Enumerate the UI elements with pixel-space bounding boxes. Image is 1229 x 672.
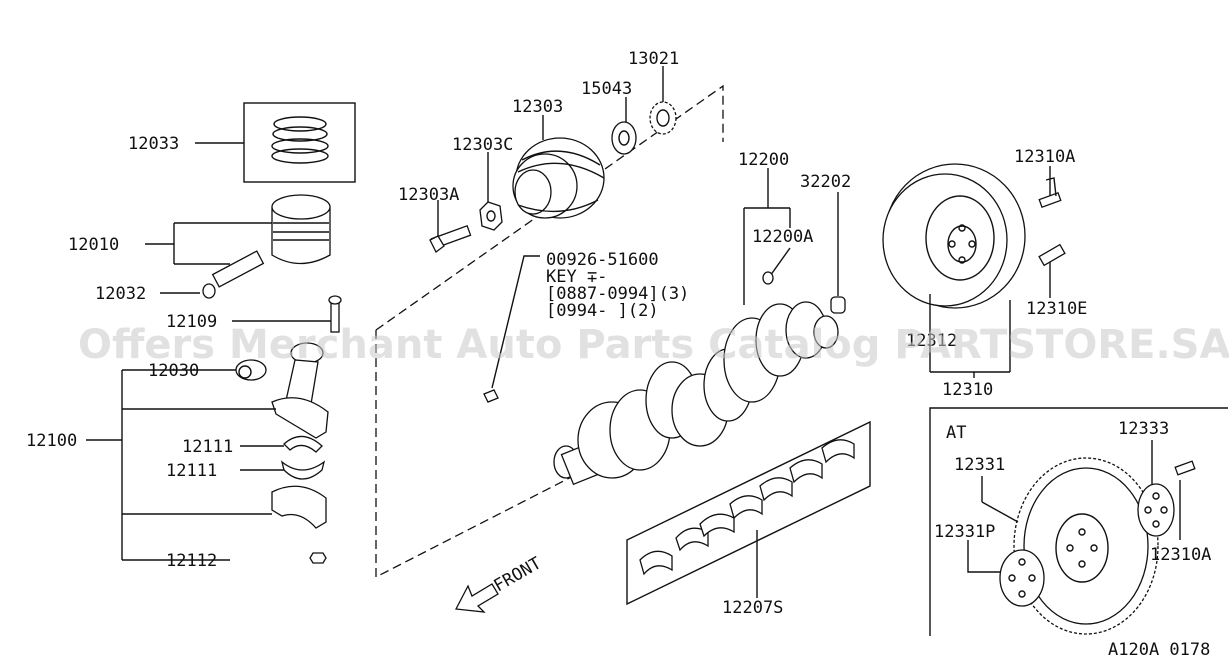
key-part-number: 00926-51600 [546,250,659,270]
rod-bolt[interactable] [328,295,342,333]
label-12310: 12310 [942,380,993,400]
watermark: Offers Merchant Auto Parts Catalog PARTS… [78,322,1229,368]
label-12312: 12312 [906,331,957,351]
label-12333: 12333 [1118,419,1169,439]
at-label: AT [946,423,966,443]
washer-12303C[interactable] [479,201,503,231]
rod-bearing-upper[interactable] [283,435,323,453]
rod-cap[interactable] [271,485,327,529]
flywheel-mt[interactable] [882,163,1026,309]
label-12310A-at: 12310A [1150,545,1211,565]
label-12310A-top: 12310A [1014,147,1075,167]
label-12200A: 12200A [752,227,813,247]
label-15043: 15043 [581,79,632,99]
drive-plate[interactable] [1013,457,1159,635]
pilot-bushing-32202[interactable] [830,296,846,314]
key-range-2: [0994- ](2) [546,301,659,321]
label-12111-b: 12111 [166,461,217,481]
rod-bearing-lower[interactable] [280,460,326,480]
spacer-12331P[interactable] [999,549,1045,607]
label-12033: 12033 [128,134,179,154]
label-12112: 12112 [166,551,217,571]
label-12010: 12010 [68,235,119,255]
label-12207S: 12207S [722,598,783,618]
label-12100: 12100 [26,431,77,451]
pulley-bolt[interactable] [429,224,472,253]
label-12331: 12331 [954,455,1005,475]
crankshaft[interactable] [553,301,839,486]
label-12109: 12109 [166,312,217,332]
pilot-bushing-12200A[interactable] [762,271,774,285]
piston[interactable] [211,194,331,288]
label-12303A: 12303A [398,185,459,205]
label-12303C: 12303C [452,135,513,155]
label-12331P: 12331P [934,522,995,542]
piston-ring-set[interactable] [243,102,356,183]
label-12200: 12200 [738,150,789,170]
key-range-1: [0887-0994](3) [546,284,689,304]
front-arrow [454,583,499,613]
key[interactable] [483,389,499,403]
dowel-pin[interactable] [1038,243,1066,267]
reinforcement-plate[interactable] [1137,483,1175,537]
main-bearing-set[interactable] [639,439,855,576]
connecting-rod[interactable] [271,342,329,439]
crank-pulley[interactable] [512,137,605,219]
front-label: FRONT [491,553,545,596]
drive-plate-bolt[interactable] [1174,460,1196,476]
label-12310E: 12310E [1026,299,1087,319]
label-12111-a: 12111 [182,437,233,457]
flywheel-bolt[interactable] [1038,177,1062,209]
crank-sprocket[interactable] [649,101,677,135]
key-name: KEY ∓- [546,267,607,287]
label-32202: 32202 [800,172,851,192]
label-12032: 12032 [95,284,146,304]
label-13021: 13021 [628,49,679,69]
spacer-15043[interactable] [611,121,637,155]
label-12303: 12303 [512,97,563,117]
figure-code: A120A 0178 [1108,640,1210,660]
rod-nut[interactable] [309,552,327,564]
snap-ring[interactable] [202,283,216,299]
label-12030: 12030 [148,361,199,381]
